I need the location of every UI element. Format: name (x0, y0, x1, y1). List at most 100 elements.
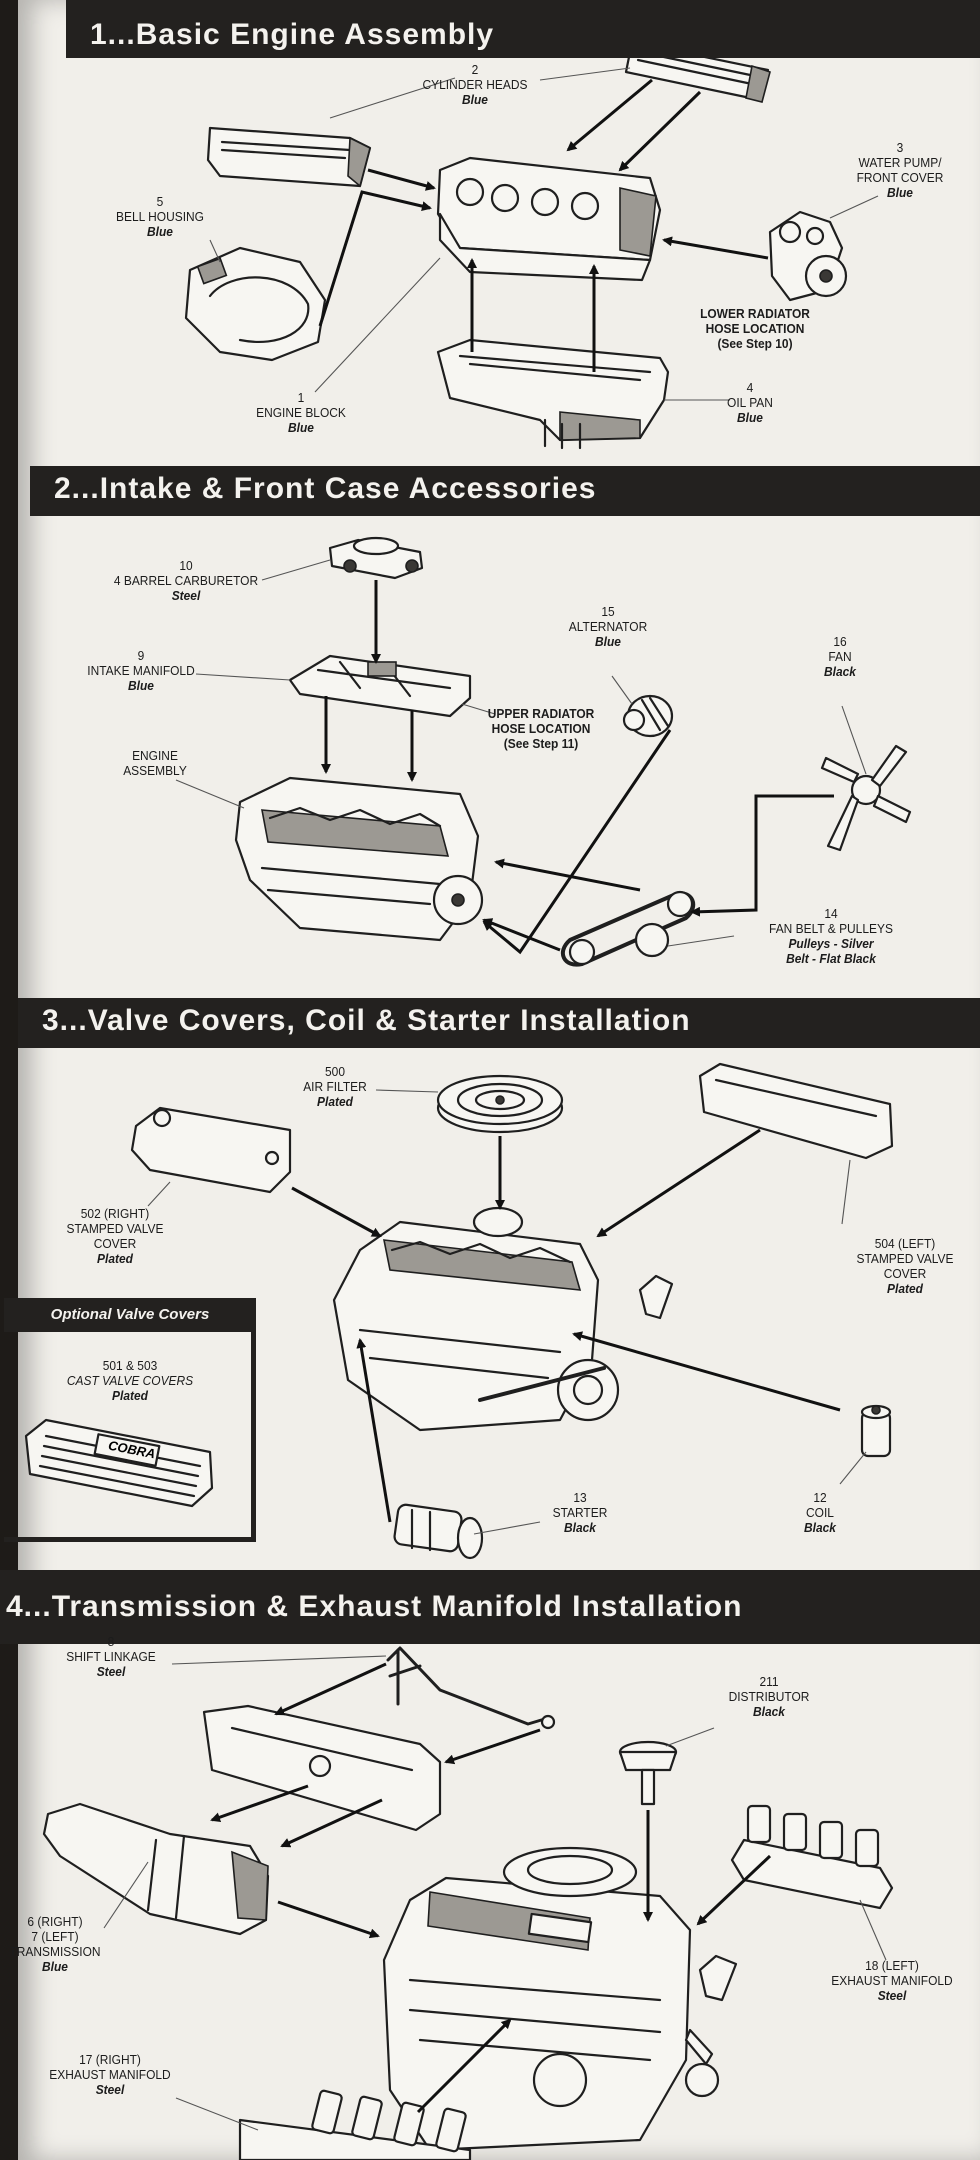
label-name: COIL (806, 1505, 834, 1520)
label-engine-assembly: ENGINE ASSEMBLY (114, 748, 197, 778)
engine-block-part (436, 156, 662, 282)
label-name: SHIFT LINKAGE (66, 1649, 156, 1664)
label-name: UPPER RADIATOR (487, 706, 595, 721)
label-air-filter: 500 AIR FILTER Plated (294, 1064, 377, 1109)
label-number-line2: 7 (Left) (31, 1929, 79, 1944)
label-number: 17 (Right) (79, 2052, 141, 2067)
label-color: Black (824, 664, 856, 679)
label-valve-cover-left: 504 (Left) STAMPED VALVE COVER Plated (845, 1236, 965, 1296)
transmission-part (42, 1802, 270, 1936)
label-color: Blue (42, 1959, 68, 1974)
label-color: Blue (462, 92, 488, 107)
label-upper-radiator-hose: UPPER RADIATOR HOSE LOCATION (See Step 1… (481, 706, 601, 751)
step4-illustration (42, 1646, 894, 2160)
coil-part (860, 1404, 892, 1458)
carburetor-part (328, 536, 424, 580)
exhaust-manifold-right-part (238, 2089, 472, 2160)
label-number: 3 (896, 140, 904, 155)
label-number: 5 (156, 194, 164, 209)
label-name: WATER PUMP/ (858, 155, 942, 170)
label-number: 2 (471, 62, 479, 77)
label-oil-pan: 4 OIL PAN Blue (704, 380, 796, 425)
label-color: Plated (317, 1094, 353, 1109)
shift-linkage-part (386, 1646, 556, 1730)
label-carburetor: 10 4 BARREL CARBURETOR Steel (103, 558, 269, 603)
label-color: Steel (96, 1664, 126, 1679)
label-name: AIR FILTER (303, 1079, 367, 1094)
label-number: 14 (824, 906, 838, 921)
exhaust-manifold-left-part (730, 1804, 894, 1910)
label-name-line2: HOSE LOCATION (491, 721, 591, 736)
valve-cover-right-part (130, 1106, 292, 1194)
label-color: Pulleys - Silver (788, 936, 874, 951)
label-number: 502 (Right) (80, 1206, 150, 1221)
engine-step4-part (382, 1846, 738, 2152)
distributor-part (618, 1740, 678, 1806)
step2-illustration (175, 536, 912, 967)
label-number: 12 (813, 1490, 827, 1505)
water-pump-part (768, 210, 848, 302)
label-color: Black (804, 1520, 836, 1535)
step4-banner: 4...Transmission & Exhaust Manifold Inst… (0, 1570, 980, 1644)
step2-banner: 2...Intake & Front Case Accessories (30, 466, 980, 516)
label-number: 500 (325, 1064, 345, 1079)
label-name: TRANSMISSION (9, 1944, 101, 1959)
label-exhaust-manifold-left: 18 (Left) EXHAUST MANIFOLD Steel (818, 1958, 965, 2003)
label-shift-linkage: 8 SHIFT LINKAGE Steel (60, 1634, 161, 1679)
label-name: OIL PAN (727, 395, 773, 410)
air-filter-part (436, 1074, 564, 1134)
label-name: STAMPED VALVE (856, 1251, 954, 1266)
label-number: 6 (Right) (27, 1914, 83, 1929)
label-number: 4 (746, 380, 754, 395)
step1-illustration (184, 40, 879, 450)
label-name: CYLINDER HEADS (422, 77, 528, 92)
label-name-line2: FRONT COVER (856, 170, 944, 185)
oil-pan-part (436, 338, 670, 450)
label-intake-manifold: 9 INTAKE MANIFOLD Blue (81, 648, 201, 693)
label-name: ENGINE BLOCK (256, 405, 346, 420)
label-number: 10 (179, 558, 193, 573)
starter-part (393, 1503, 484, 1560)
label-water-pump: 3 WATER PUMP/ FRONT COVER Blue (845, 140, 955, 200)
label-number: 9 (137, 648, 145, 663)
label-fan-belt-pulleys: 14 FAN BELT & PULLEYS Pulleys - Silver B… (744, 906, 919, 966)
label-color: Steel (95, 2082, 125, 2097)
label-cylinder-heads: 2 CYLINDER HEADS Blue (406, 62, 544, 107)
label-color: Black (753, 1704, 785, 1719)
alternator-part (622, 694, 674, 738)
fan-belt-pulleys-part (560, 890, 696, 967)
label-name: EXHAUST MANIFOLD (831, 1973, 953, 1988)
label-name: LOWER RADIATOR (700, 306, 810, 321)
label-color-line2: Belt - Flat Black (786, 951, 876, 966)
label-number: 211 (759, 1674, 779, 1689)
label-name-line2: HOSE LOCATION (705, 321, 805, 336)
label-name: FAN BELT & PULLEYS (769, 921, 893, 936)
engine-assembly-part (234, 776, 484, 942)
optional-valve-covers-box (4, 1298, 256, 1542)
label-name: ALTERNATOR (568, 619, 648, 634)
label-bell-housing: 5 BELL HOUSING Blue (105, 194, 215, 239)
label-number: 8 (107, 1634, 115, 1649)
label-lower-radiator-hose: LOWER RADIATOR HOSE LOCATION (See Step 1… (695, 306, 815, 351)
cast-valve-cover-part (24, 1418, 214, 1508)
label-number: 501 & 503 (102, 1358, 158, 1373)
label-name: STAMPED VALVE (66, 1221, 164, 1236)
label-number: 15 (601, 604, 615, 619)
label-number: 1 (297, 390, 305, 405)
label-color: Blue (595, 634, 621, 649)
label-cast-valve-covers: 501 & 503 CAST VALVE COVERS Plated (47, 1358, 213, 1403)
label-number: 16 (833, 634, 847, 649)
label-name-line2: COVER (93, 1236, 137, 1251)
label-color: Blue (288, 420, 314, 435)
label-color: Blue (737, 410, 763, 425)
label-name: ENGINE (132, 748, 178, 763)
label-starter: 13 STARTER Black (543, 1490, 617, 1535)
label-name-line2: COVER (883, 1266, 927, 1281)
label-color: Plated (887, 1281, 923, 1296)
label-transmission: 6 (Right) 7 (Left) TRANSMISSION Blue (4, 1914, 105, 1974)
label-alternator: 15 ALTERNATOR Blue (553, 604, 663, 649)
label-color: Blue (887, 185, 913, 200)
label-name: INTAKE MANIFOLD (87, 663, 195, 678)
label-coil: 12 COIL Black (792, 1490, 847, 1535)
